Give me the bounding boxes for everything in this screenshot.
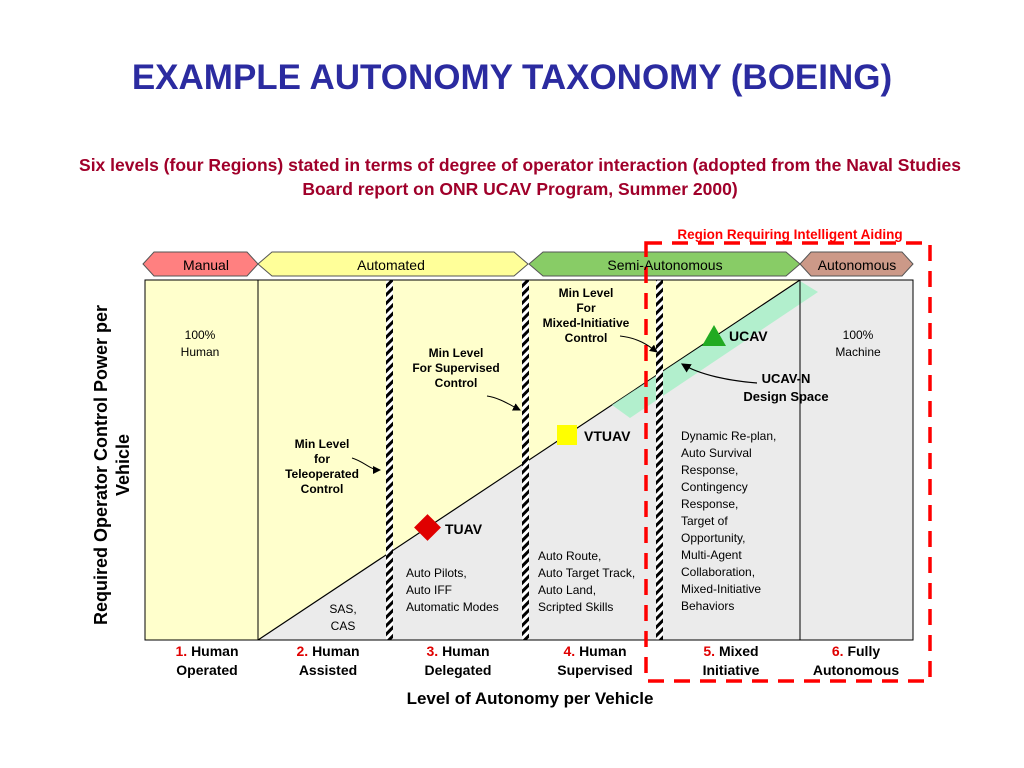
page-title: EXAMPLE AUTONOMY TAXONOMY (BOEING) (131, 58, 893, 97)
category-automated: Automated (357, 257, 425, 273)
separator-mixed (656, 280, 663, 640)
ucav-label: UCAV (729, 328, 768, 344)
level-6-label: 6. Fully Autonomous (812, 643, 900, 678)
category-autonomous: Autonomous (817, 257, 897, 273)
level3-text: Auto Pilots,Auto IFF Automatic Modes (406, 566, 499, 614)
level4-text: Auto Route,Auto Target Track, Auto Land,… (538, 549, 636, 614)
y-axis-label: Required Operator Control Power per Vehi… (91, 304, 133, 626)
tuav-label: TUAV (445, 521, 483, 537)
level-3-label: 3. Human Delegated (424, 643, 492, 678)
autonomous-arrow (799, 251, 914, 277)
level-5-label: 5. Mixed Initiative (702, 643, 760, 678)
level-4-label: 4. Human Supervised (557, 643, 633, 678)
separator-teleop (386, 280, 393, 640)
region-label: Region Requiring Intelligent Aiding (677, 227, 903, 242)
level-1-label: 1. Human Operated (175, 643, 239, 678)
machine-100-label: 100%Machine (835, 328, 881, 359)
automated-arrow (257, 251, 529, 277)
category-manual: Manual (183, 257, 229, 273)
vtuav-marker (557, 425, 577, 445)
subtitle: Six levels (four Regions) stated in term… (79, 155, 961, 199)
vtuav-label: VTUAV (584, 428, 631, 444)
level5-text: Dynamic Re-plan,Auto Survival Response,C… (681, 429, 777, 613)
ucav-n-design-space (612, 281, 818, 418)
human-100-label: 100%Human (180, 328, 220, 359)
separator-supervised (522, 280, 529, 640)
level-2-label: 2. Human Assisted (296, 643, 360, 678)
ucav-marker (702, 325, 726, 346)
intelligent-aiding-region (644, 241, 932, 683)
sas-cas-text: SAS,CAS (329, 602, 357, 633)
category-semi-autonomous: Semi-Autonomous (607, 257, 723, 273)
machine-region (258, 280, 913, 640)
x-axis-label: Level of Autonomy per Vehicle (406, 689, 654, 708)
